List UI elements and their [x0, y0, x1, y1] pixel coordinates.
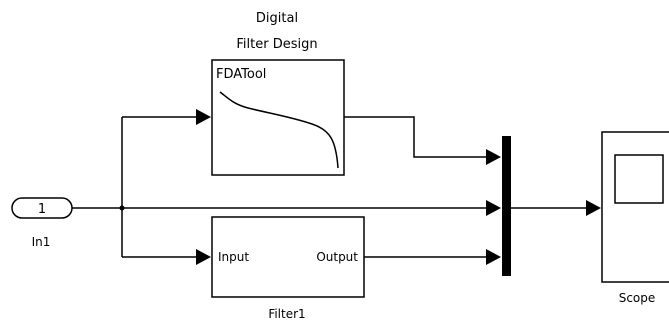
- mux-block[interactable]: [502, 136, 511, 276]
- scope-block[interactable]: [601, 131, 669, 283]
- arrowheads: [196, 109, 601, 265]
- signal-lines: [72, 116, 587, 258]
- arrow-filter1-input: [196, 249, 211, 265]
- in1-port-shape[interactable]: [11, 197, 73, 219]
- fda-title-line2: Filter Design: [236, 37, 317, 52]
- fda-inner-label: FDATool: [216, 67, 266, 82]
- fda-block-body[interactable]: [211, 59, 345, 176]
- arrow-mux-input-2: [486, 200, 501, 216]
- filter1-input-port-label: Input: [218, 250, 249, 264]
- arrow-fda-input: [196, 109, 211, 125]
- mux-bar[interactable]: [502, 136, 511, 276]
- in1-port-number: 1: [38, 202, 46, 217]
- filter1-output-port-label: Output: [316, 250, 358, 264]
- in1-label: In1: [32, 235, 51, 249]
- filter-response-curve-icon: [219, 91, 339, 169]
- arrow-mux-input-3: [486, 249, 501, 265]
- fda-title-line1: Digital: [256, 11, 298, 26]
- filter1-block[interactable]: Input Output: [211, 216, 365, 298]
- wire-fda-to-mux: [344, 116, 487, 158]
- in1-block[interactable]: 1: [11, 197, 73, 219]
- fda-block[interactable]: FDATool: [211, 59, 345, 176]
- filter1-block-body[interactable]: [211, 216, 365, 298]
- arrow-scope-input: [586, 200, 601, 216]
- scope-screen-icon: [614, 154, 664, 204]
- filter1-label: Filter1: [268, 307, 305, 321]
- scope-label: Scope: [619, 291, 656, 305]
- arrow-mux-input-1: [486, 149, 501, 165]
